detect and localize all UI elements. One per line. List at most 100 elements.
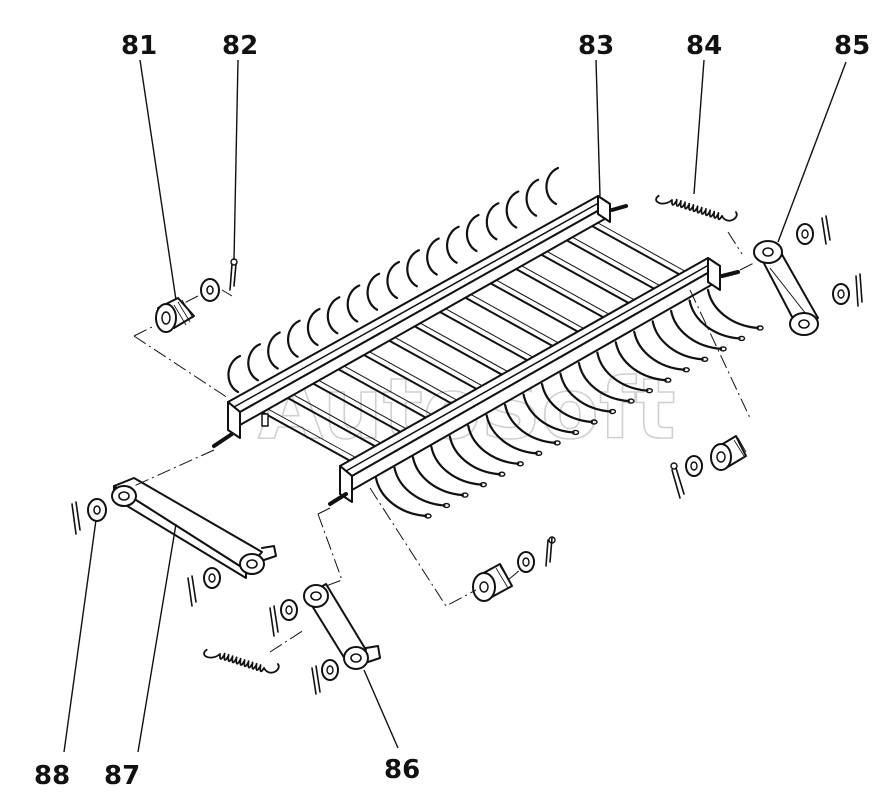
tine-tip	[516, 461, 524, 467]
back-tine	[287, 319, 301, 358]
front-tine	[614, 341, 667, 382]
assembly-lines	[133, 231, 757, 653]
tine-tip	[553, 440, 561, 446]
cotter-pin-lower-middle	[545, 536, 556, 567]
front-tine	[577, 362, 630, 403]
roller-bushing-81	[155, 297, 195, 333]
cotter-pin-86-top	[269, 605, 279, 637]
front-tine	[411, 456, 464, 497]
front-tine	[393, 466, 446, 507]
cotter-pin-82	[229, 258, 238, 291]
back-tine	[346, 284, 361, 323]
front-tine	[596, 351, 649, 392]
front-tine	[651, 320, 704, 361]
front-tine	[504, 403, 557, 444]
back-tine	[306, 307, 321, 347]
tine-tip	[534, 450, 543, 457]
callout-87: 87	[104, 761, 140, 791]
spring-hook	[721, 211, 738, 222]
back-tine	[485, 202, 500, 241]
tine-tip	[682, 367, 690, 373]
link-bar-87	[111, 477, 277, 579]
callout-84: 84	[686, 31, 722, 61]
callout-81: 81	[121, 31, 157, 61]
back-tine-row	[227, 166, 560, 394]
cotter-pin-87-end	[187, 575, 197, 607]
cotter-pin-88	[71, 501, 81, 535]
link-arm-86	[303, 583, 381, 670]
front-tine	[633, 330, 686, 371]
back-tine	[505, 190, 520, 229]
washer-86-top	[280, 599, 298, 621]
callout-83: 83	[578, 31, 614, 61]
tension-spring-lower	[203, 648, 280, 674]
front-tine-row	[374, 288, 764, 519]
washer-lower-middle	[517, 551, 535, 573]
back-tine	[525, 178, 540, 217]
spring-coil	[203, 648, 265, 673]
tine-tip	[498, 471, 506, 477]
spring-coil	[655, 194, 723, 221]
roller-bushing-right	[710, 435, 747, 471]
callout-88: 88	[34, 761, 70, 791]
tine-tip	[461, 492, 469, 498]
tine-tip	[737, 335, 746, 342]
back-tine	[446, 225, 460, 264]
cotter-pin-right-middle	[670, 462, 685, 499]
tine-tip	[700, 356, 709, 363]
back-tine	[326, 296, 341, 335]
front-tine	[467, 424, 520, 465]
cotter-pin-85-top	[821, 215, 831, 245]
tine-tip	[442, 502, 451, 509]
tension-spring-84	[655, 194, 738, 222]
tine-tip	[571, 429, 580, 436]
front-tine	[540, 382, 594, 424]
washer-81	[200, 278, 220, 302]
callout-85: 85	[834, 31, 870, 61]
front-tine	[706, 288, 760, 330]
shaft-stubs	[212, 204, 740, 506]
spring-hook	[263, 663, 280, 674]
cotter-pin-86-bottom	[311, 665, 321, 695]
callout-82: 82	[222, 31, 258, 61]
leader-lines	[63, 59, 847, 753]
tine-tip	[590, 419, 598, 425]
front-tine	[374, 476, 428, 518]
front-tine	[670, 309, 723, 350]
roller-bushing-lower	[472, 563, 513, 602]
tine-tip	[479, 481, 488, 488]
rake-frame	[212, 195, 740, 506]
washer-right-middle	[685, 455, 703, 477]
front-tine	[688, 299, 741, 340]
tine-tip	[424, 513, 432, 519]
back-tine	[406, 249, 420, 288]
tine-tip	[664, 377, 672, 383]
front-tine	[485, 414, 538, 455]
cotter-pin-85-bottom	[855, 273, 863, 307]
back-beam	[227, 195, 611, 439]
front-tine	[522, 393, 575, 434]
back-tine	[267, 331, 281, 370]
front-tine	[448, 435, 501, 476]
back-tine	[366, 272, 381, 311]
tine-tip	[719, 346, 727, 352]
tine-tip	[608, 408, 617, 415]
back-tine	[465, 213, 480, 253]
front-tine	[430, 445, 483, 486]
back-tine	[247, 343, 261, 382]
back-tine	[426, 237, 440, 276]
washer-87-end	[203, 567, 221, 589]
tine-tip	[756, 325, 764, 331]
back-tine	[545, 166, 560, 206]
tine-tip	[627, 398, 635, 404]
back-tine	[227, 354, 242, 394]
tine-tip	[645, 387, 654, 394]
front-beam	[339, 257, 721, 503]
washer-85-bottom	[832, 283, 850, 305]
washer-85-top	[796, 223, 814, 245]
back-tine	[386, 260, 401, 300]
front-tine	[559, 372, 612, 413]
link-arm-85	[753, 240, 819, 336]
